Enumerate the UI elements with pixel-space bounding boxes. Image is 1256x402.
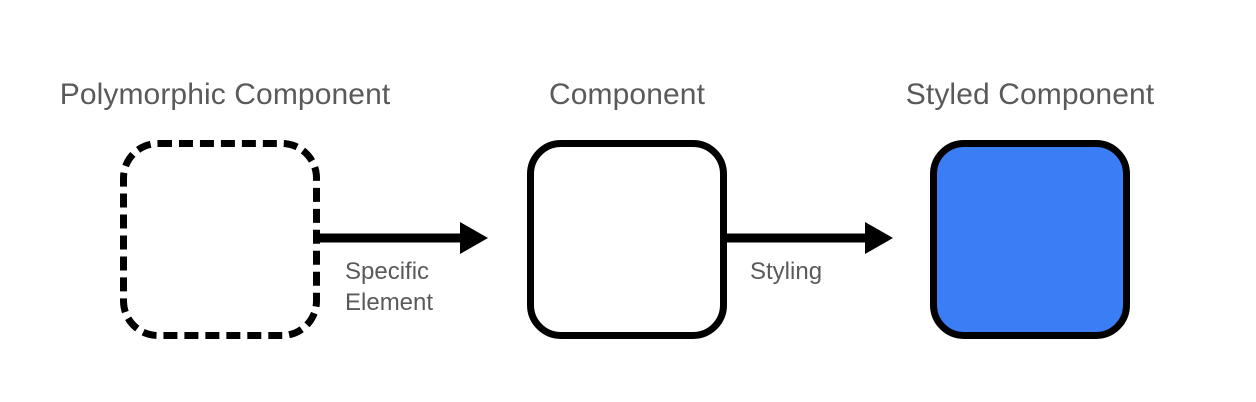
node-styled-component <box>930 140 1130 339</box>
node-title-polymorphic-component: Polymorphic Component <box>59 78 391 111</box>
edge-specific-element-arrow <box>318 212 490 264</box>
node-polymorphic-component <box>120 140 320 339</box>
node-title-component: Component <box>549 78 705 111</box>
edge-label-specific-element: Specific Element <box>345 258 434 316</box>
node-component <box>527 140 727 339</box>
node-title-styled-component: Styled Component <box>905 78 1155 111</box>
edge-styling-arrow <box>723 212 895 264</box>
edge-label-styling: Styling <box>750 258 823 285</box>
